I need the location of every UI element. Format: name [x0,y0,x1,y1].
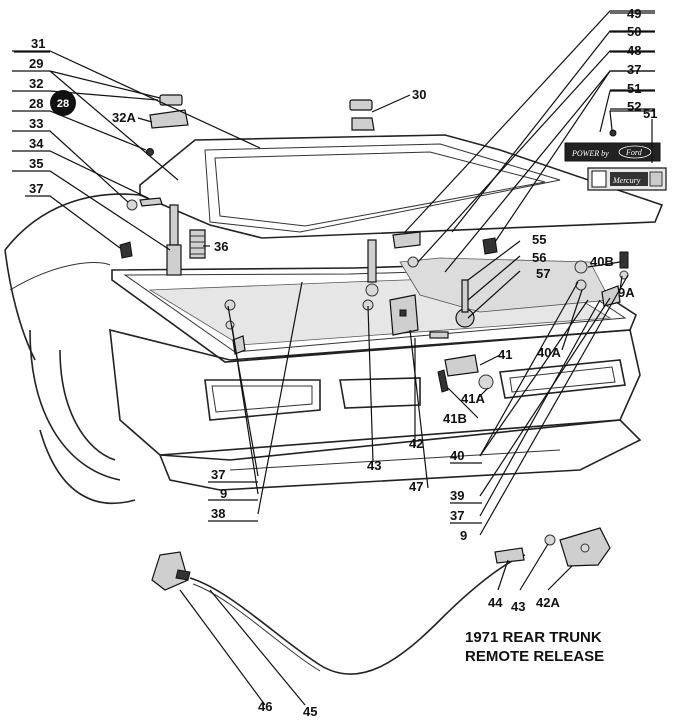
callout-37-right: 37 [627,62,641,77]
callout-51-right: 51 [643,106,657,121]
badge-number: 28 [57,98,69,110]
callout-40: 40 [450,448,464,463]
caption-line-1: 1971 REAR TRUNK [465,629,602,646]
callout-30: 30 [412,87,426,102]
callout-42: 42 [409,436,423,451]
callout-40A: 40A [537,345,561,360]
callout-43: 43 [367,458,381,473]
callout-9-left: 9 [220,486,227,501]
model-emblem-script: Mercury [612,176,641,185]
caption-line-2: REMOTE RELEASE [465,648,604,665]
remote-release-assembly [151,527,611,675]
callout-57: 57 [536,266,550,281]
callout-9-right: 9 [460,528,467,543]
parts-illustrations [119,94,629,393]
callout-46: 46 [258,699,272,714]
callout-55: 55 [532,232,546,247]
callout-37-left: 37 [29,181,43,196]
callout-47: 47 [409,479,423,494]
callout-48: 48 [627,43,641,58]
callout-37-bottom: 37 [450,508,464,523]
callout-29: 29 [29,56,43,71]
callout-34: 34 [29,136,44,151]
power-emblem-label: POWER by [571,149,609,158]
callout-41B: 41B [443,411,467,426]
callout-labels: 31 29 32 28 33 34 35 37 32A 30 36 49 50 … [29,6,657,719]
caption: 1971 REAR TRUNK REMOTE RELEASE [465,629,604,665]
emblems: POWER by Ford Mercury [564,129,667,191]
callout-40B: 40B [590,254,614,269]
part-28-badge: 28 [50,90,76,116]
callout-31: 31 [31,36,45,51]
callout-38: 38 [211,506,225,521]
callout-32: 32 [29,76,43,91]
callout-52: 52 [627,99,641,114]
callout-32A: 32A [112,110,136,125]
callout-37-lower-left: 37 [211,467,225,482]
callout-45: 45 [303,704,317,719]
callout-36: 36 [214,239,228,254]
callout-41A: 41A [461,391,485,406]
callout-39: 39 [450,488,464,503]
callout-43-release: 43 [511,599,525,614]
callout-56: 56 [532,250,546,265]
callout-41: 41 [498,347,512,362]
label-rules [14,12,655,524]
ford-emblem-script: Ford [625,148,643,157]
callout-33: 33 [29,116,43,131]
callout-35: 35 [29,156,43,171]
callout-9A: 9A [618,285,635,300]
callout-44: 44 [488,595,503,610]
callout-42A: 42A [536,595,560,610]
callout-51-top: 51 [627,81,641,96]
callout-28: 28 [29,96,43,111]
car-body-lineart [4,134,664,505]
